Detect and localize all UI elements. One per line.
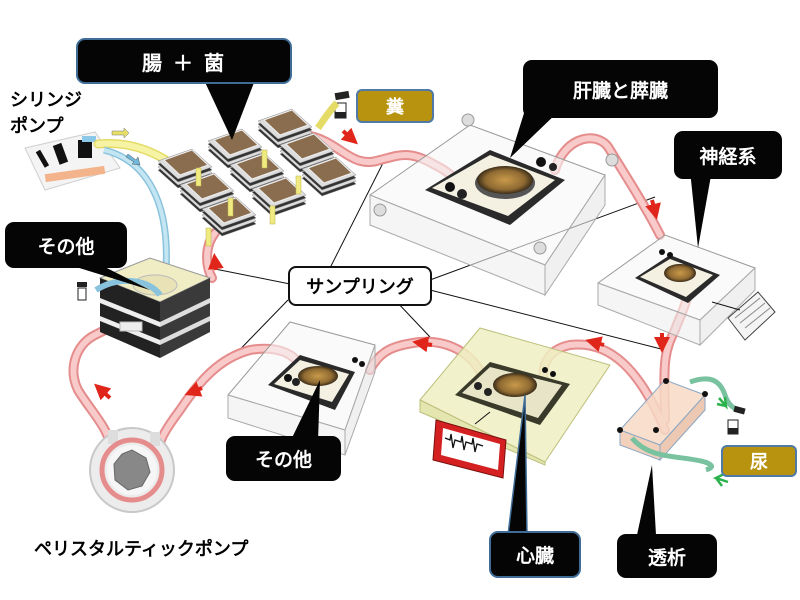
heart-pointer bbox=[507, 394, 528, 536]
liver-pancreas-chip bbox=[368, 113, 619, 297]
sampling-label: サンプリング bbox=[288, 266, 432, 306]
gut-chip bbox=[279, 132, 335, 173]
other-top-callout: その他 bbox=[5, 222, 127, 268]
heart-chip bbox=[419, 327, 611, 479]
peristaltic-pump-label: ペリスタルティックポンプ bbox=[34, 539, 249, 560]
gut-chip bbox=[179, 172, 235, 213]
urine-tag: 尿 bbox=[721, 445, 797, 477]
feces-vial-icon bbox=[315, 90, 350, 131]
peristaltic-pump-device bbox=[89, 427, 175, 513]
gut-bacteria-label: 腸 ＋ 菌 bbox=[142, 50, 226, 75]
syringe-pump-label: シリンジ ポンプ bbox=[10, 90, 82, 137]
other-top-pointer bbox=[60, 262, 150, 290]
nervous-system-pointer bbox=[690, 170, 712, 248]
dialysis-callout: 透析 bbox=[617, 534, 717, 578]
nervous-system-callout: 神経系 bbox=[674, 131, 782, 179]
gut-bacteria-pointer bbox=[204, 80, 255, 140]
gut-connector-tube bbox=[195, 167, 202, 187]
liver-pancreas-pointer bbox=[510, 110, 560, 158]
gut-bacteria-chip-array bbox=[157, 108, 357, 247]
liver-pancreas-callout: 肝臓と膵臓 bbox=[523, 60, 718, 118]
flow-arrows bbox=[94, 127, 670, 401]
other-bottom-callout: その他 bbox=[226, 436, 341, 481]
gut-connector-tube bbox=[295, 175, 302, 195]
heart-monitor-icon bbox=[432, 419, 507, 479]
gut-chip bbox=[251, 176, 307, 217]
gut-connector-tube bbox=[205, 227, 212, 247]
gut-chip bbox=[301, 156, 357, 197]
other-bottom-pointer bbox=[290, 380, 320, 442]
dialysis-chip bbox=[617, 376, 746, 487]
dialysis-pointer bbox=[637, 465, 656, 535]
heart-callout: 心臓 bbox=[489, 531, 581, 578]
gut-chip bbox=[201, 196, 257, 237]
other-bottom-chip bbox=[227, 321, 376, 456]
gut-connector-tube bbox=[227, 197, 234, 217]
gut-bacteria-callout: 腸 ＋ 菌 bbox=[76, 38, 292, 84]
feces-tag: 糞 bbox=[356, 89, 434, 123]
green-arrow-in-icon bbox=[712, 472, 729, 487]
gut-connector-tube bbox=[261, 149, 268, 169]
dialysate-inlet-tube bbox=[630, 436, 714, 473]
other-top-chip bbox=[77, 257, 212, 358]
gut-connector-tube bbox=[269, 205, 276, 225]
yellow-flow-arrow-icon bbox=[111, 127, 130, 139]
green-arrow-out-icon bbox=[716, 396, 728, 410]
other-top-vial-icon bbox=[77, 282, 87, 301]
nervous-system-chip bbox=[596, 234, 776, 347]
blue-flow-arrow-icon bbox=[125, 153, 141, 166]
electrode-array-icon bbox=[711, 291, 776, 341]
urine-vial-icon bbox=[727, 405, 746, 435]
